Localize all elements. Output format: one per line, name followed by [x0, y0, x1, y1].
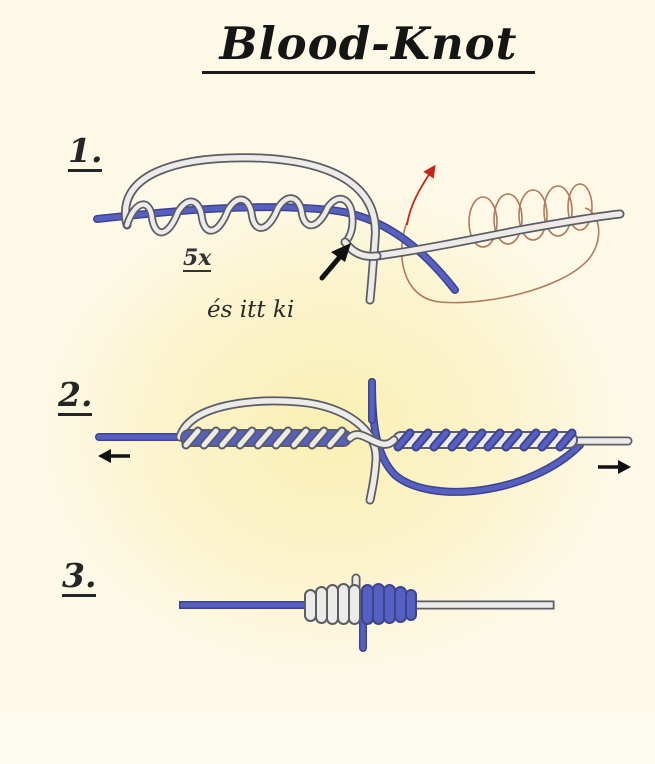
title-underline	[202, 71, 535, 74]
step-2-diagram	[95, 378, 633, 505]
step-1-exit-arrow	[319, 243, 351, 281]
step-3-diagram	[179, 573, 555, 652]
step-2-pull-left-arrow	[98, 449, 130, 463]
step-3-white-coils	[304, 583, 361, 625]
step-3-blue-coils	[361, 583, 417, 625]
step-1-guide-coils	[400, 183, 600, 304]
step-1-number: 1.	[68, 131, 103, 172]
step-3-number: 3.	[62, 556, 97, 597]
step-1-diagram	[93, 153, 625, 305]
step-2-right-twist	[392, 428, 578, 452]
step-2-pull-right-arrow	[598, 460, 631, 474]
page-title: Blood-Knot	[219, 17, 518, 70]
step-2-left-twist	[180, 426, 352, 450]
step-2-number: 2.	[58, 375, 93, 416]
exit-label: és itt ki	[207, 297, 295, 323]
turn-count-label: 5x	[183, 245, 212, 272]
bottom-band	[0, 712, 655, 764]
step-1-guide-arrow	[406, 164, 436, 226]
